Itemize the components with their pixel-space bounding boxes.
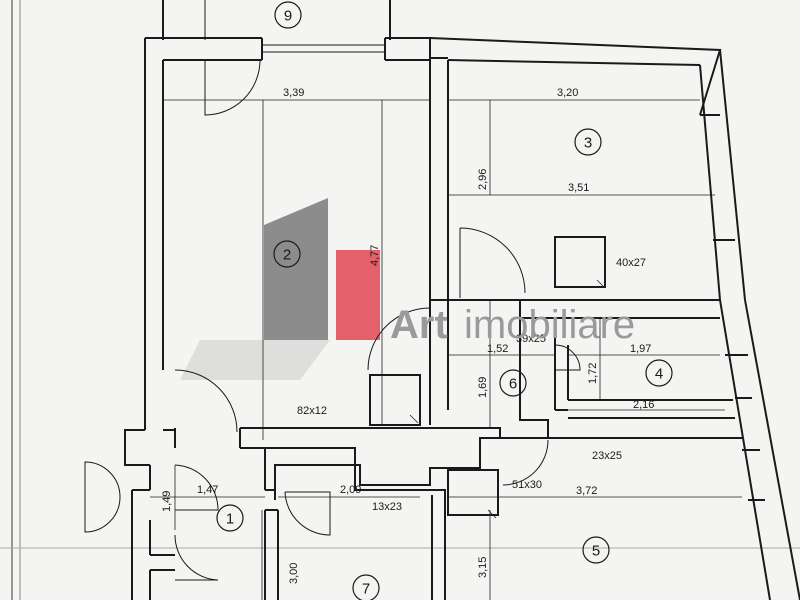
dim-shaft-40x27: 40x27 — [616, 257, 646, 269]
room-5-number: 5 — [592, 543, 600, 560]
room-6-number: 6 — [509, 376, 517, 393]
dim-room3-width: 3,20 — [557, 87, 578, 99]
dim-room2-depth: 4,77 — [369, 245, 381, 266]
dim-13x23: 13x23 — [372, 501, 402, 513]
dim-315: 3,15 — [477, 557, 489, 578]
watermark-brand-bold: Art — [390, 303, 448, 347]
walls — [124, 0, 800, 600]
room-9-number: 9 — [284, 8, 292, 25]
dim-149: 1,49 — [161, 491, 173, 512]
dim-300: 3,00 — [288, 563, 300, 584]
dimension-lines — [150, 99, 742, 600]
watermark-brand-light: imobiliare — [464, 303, 635, 347]
room-4-number: 4 — [655, 366, 663, 383]
dim-82x12: 82x12 — [297, 405, 327, 417]
dim-197: 1,97 — [630, 343, 651, 355]
dim-51x30: 51x30 — [512, 479, 542, 491]
dim-172: 1,72 — [587, 363, 599, 384]
dim-147: 1,47 — [197, 484, 218, 496]
door-swings — [84, 0, 581, 581]
dim-23x25: 23x25 — [592, 450, 622, 462]
dim-39x25: 39x25 — [516, 333, 546, 345]
dim-room3-depth: 2,96 — [477, 169, 489, 190]
room-1-number: 1 — [226, 511, 234, 528]
room-3-number: 3 — [584, 135, 592, 152]
dim-216: 2,16 — [633, 399, 654, 411]
watermark-logo — [180, 198, 380, 380]
room-2-number: 2 — [283, 247, 291, 264]
dim-room2-width: 3,39 — [283, 87, 304, 99]
room-markers — [216, 1, 673, 600]
dim-152: 1,52 — [487, 343, 508, 355]
room-7-number: 7 — [362, 581, 370, 598]
dim-372: 3,72 — [576, 485, 597, 497]
dim-room3-width2: 3,51 — [568, 182, 589, 194]
dim-209: 2,09 — [340, 484, 361, 496]
dim-169: 1,69 — [477, 377, 489, 398]
